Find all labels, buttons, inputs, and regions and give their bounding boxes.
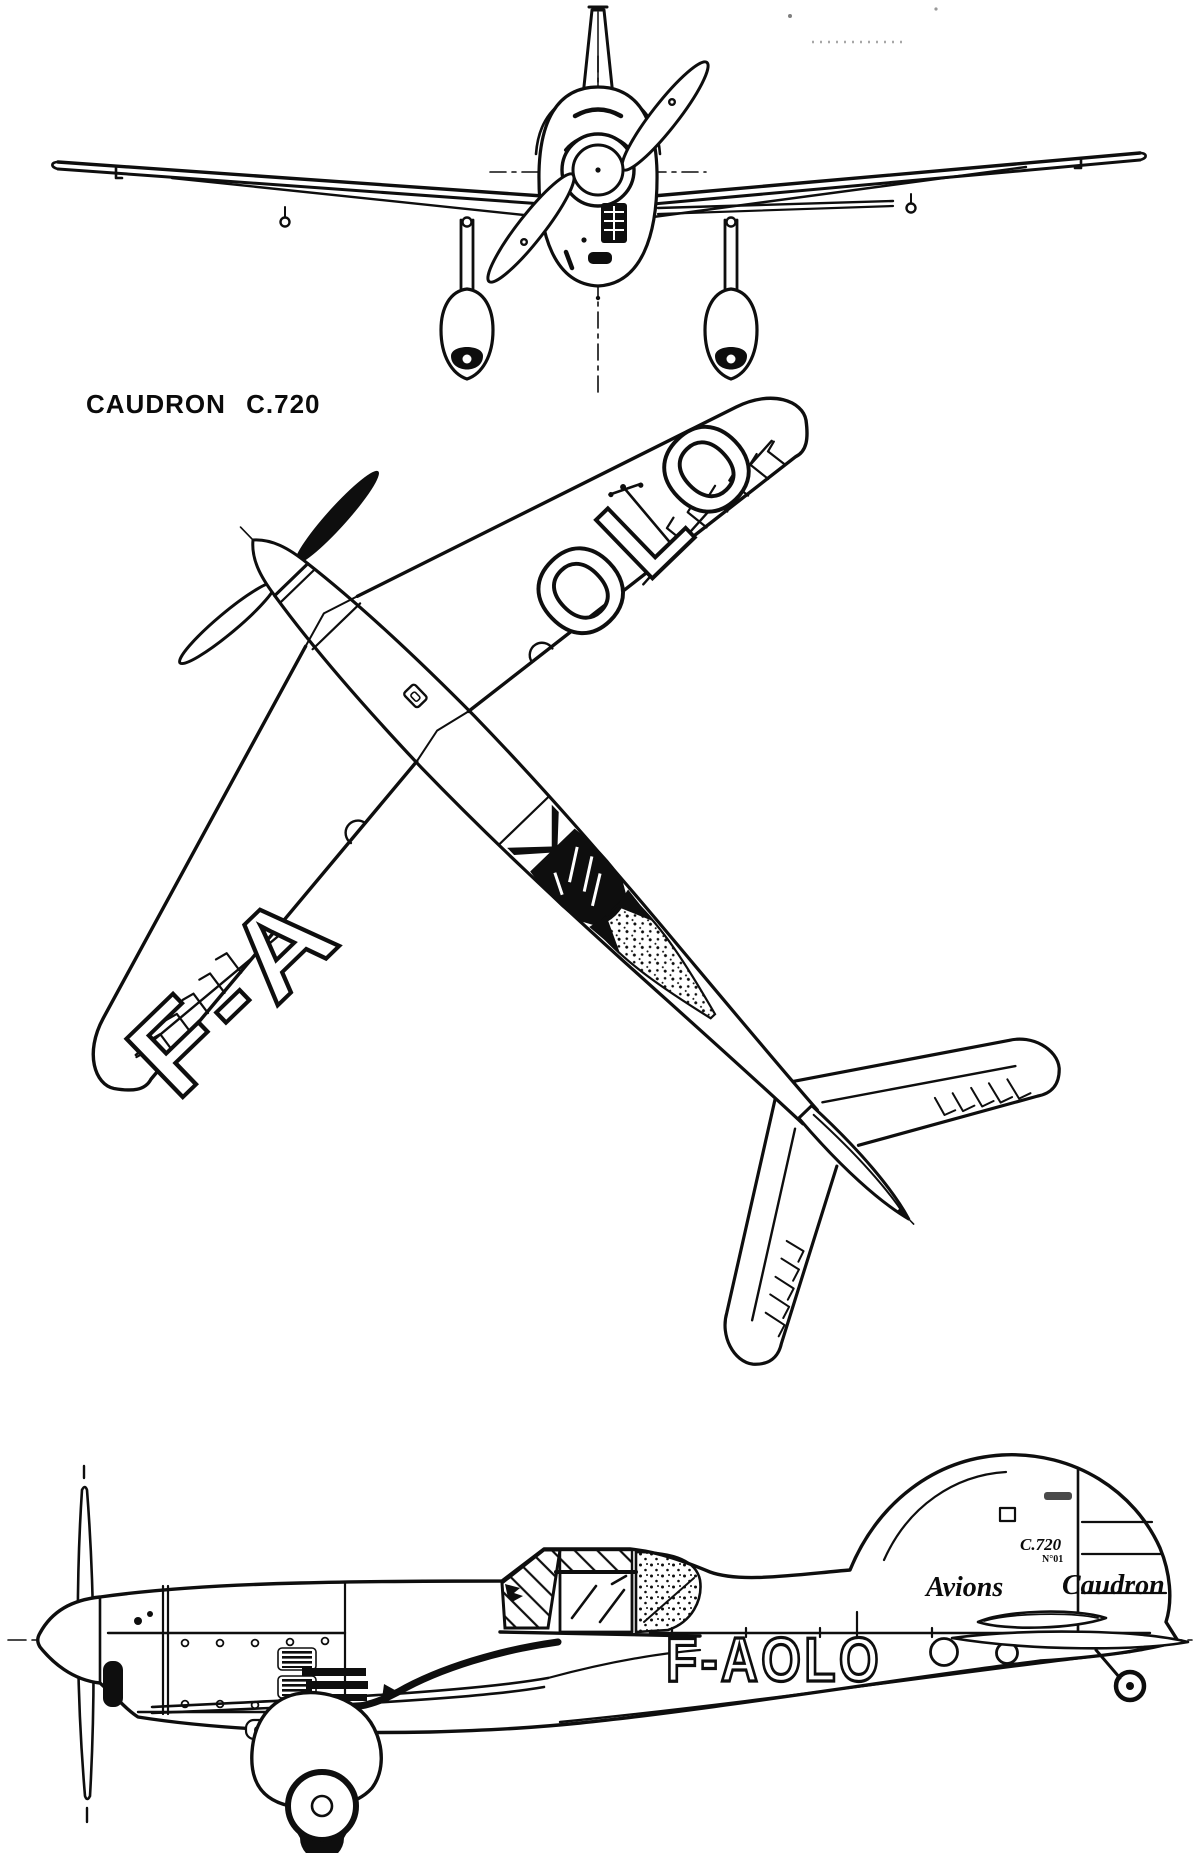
plan-tailplane [723,1037,1061,1366]
front-propeller [486,60,710,284]
front-tailplane [656,199,895,216]
front-view [51,5,1147,395]
front-wings [51,151,1147,228]
side-registration-band: F-AOLO [558,1610,1152,1724]
plan-prop-blade-port [178,580,277,666]
side-canopy-glass [558,1570,634,1634]
side-canopy [498,1548,702,1638]
fin-illegible-stamp [1044,1492,1072,1500]
side-tailplane [950,1610,1190,1703]
side-step-mark [505,1584,523,1602]
fin-script-avions: Avions [924,1572,1003,1603]
side-fin: C.720 N°01 Avions Caudron [882,1466,1168,1634]
fin-model-text: C.720 [1020,1535,1062,1554]
plan-pitot-tube [608,482,674,547]
registration-right-wing: OLO [503,386,790,670]
plan-wings [91,396,809,1092]
side-canopy-top-band [558,1548,634,1574]
front-fin [581,5,615,98]
plan-prop-blade-starboard [294,470,379,564]
registration-fuselage: F-AOLO [666,1626,882,1695]
side-main-wheel [285,1769,359,1843]
plan-rear-fairing [593,893,717,1020]
side-tailwheel [1113,1669,1147,1703]
front-cowl-details [563,203,627,301]
plan-fin-fairing [797,1104,911,1221]
page-artifacts [788,7,938,44]
side-view: F-AOLO C.720 N°01 Avions Caudron [7,1453,1193,1853]
side-windscreen [500,1548,562,1630]
plan-cockpit [507,804,717,1020]
fin-serial-text: N°01 [1042,1554,1063,1565]
plan-fuselage [251,538,819,1126]
side-main-gear [250,1690,383,1853]
registration-left-wing: F-A [103,861,366,1121]
side-headrest-fairing [634,1550,702,1634]
front-landing-gear [439,216,759,381]
page-title: CAUDRON C.720 [86,389,321,419]
fin-script-caudron: Caudron [1062,1570,1165,1601]
